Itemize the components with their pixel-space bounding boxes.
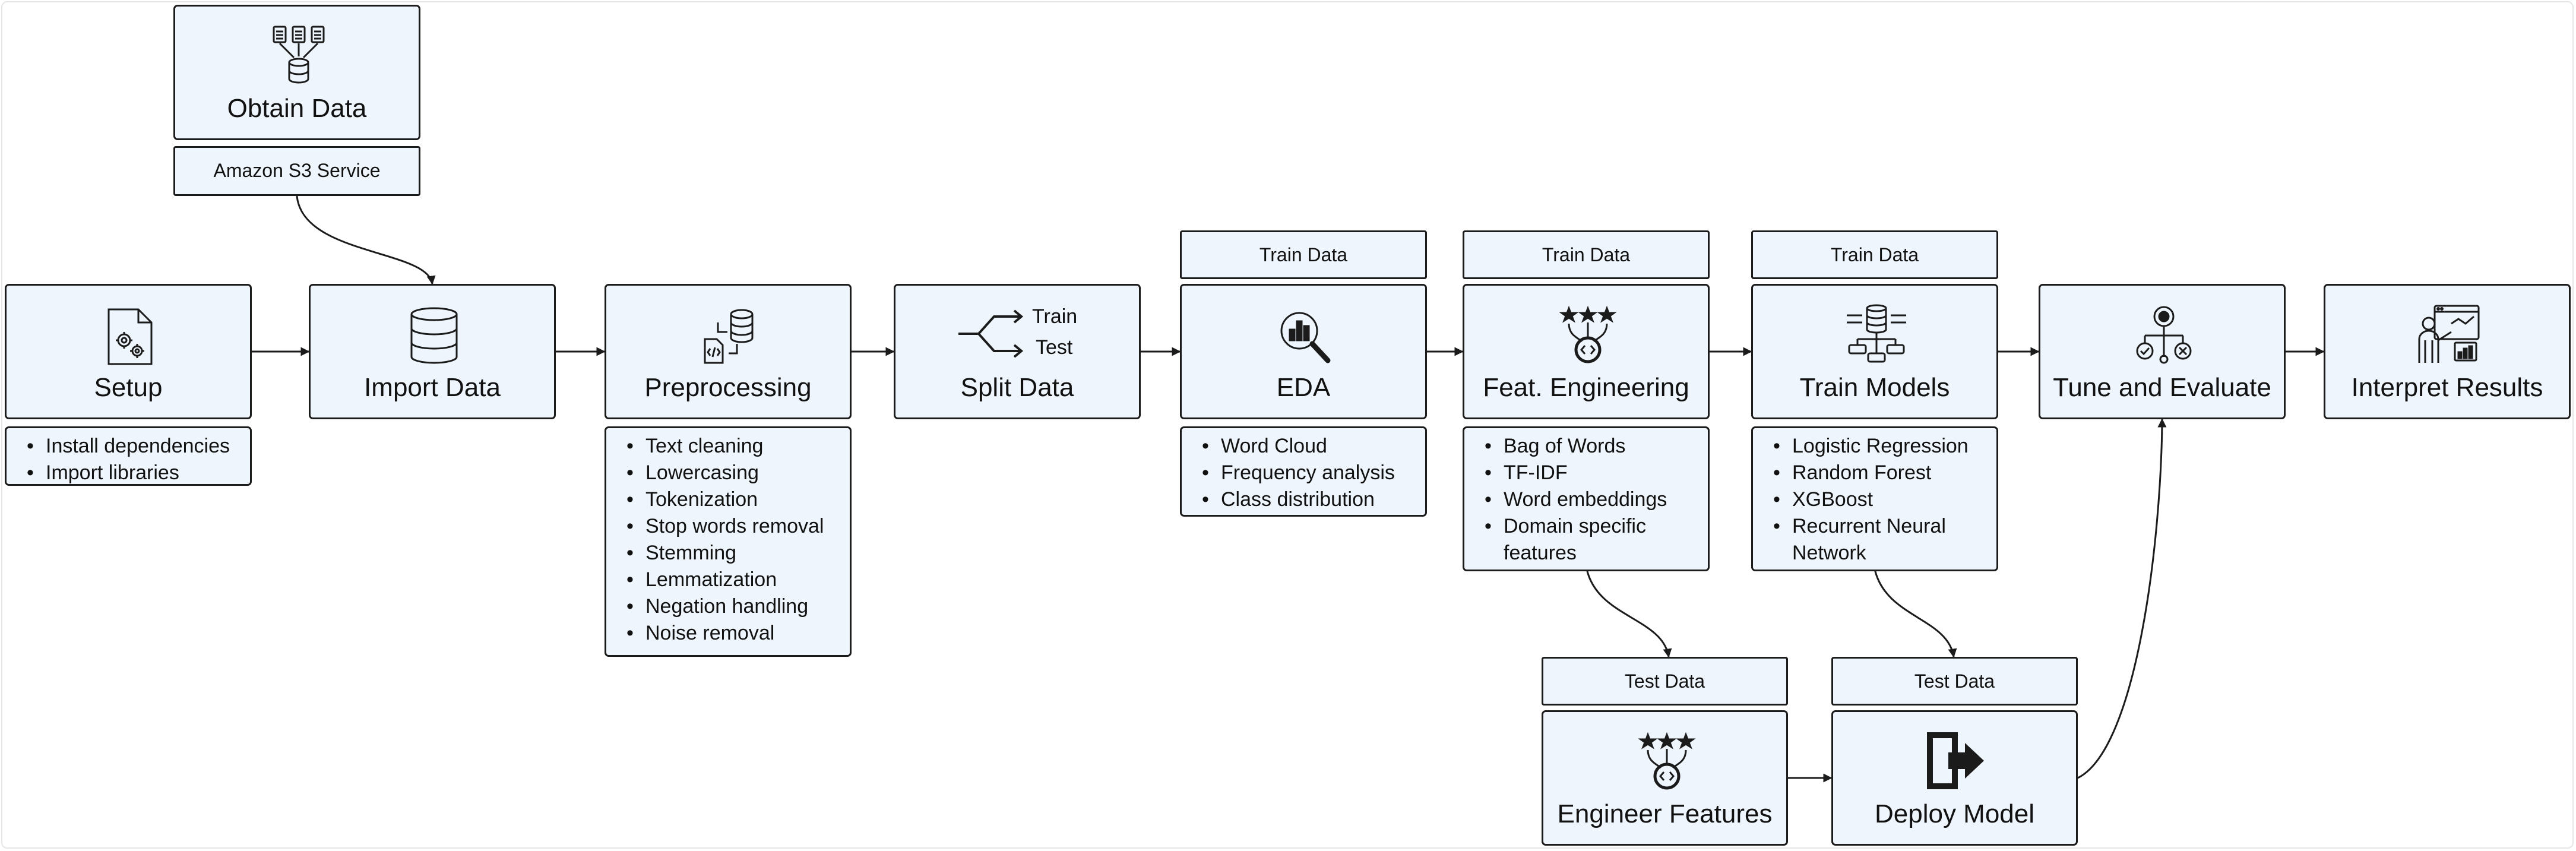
node-tune-evaluate: Tune and Evaluate <box>2039 284 2286 419</box>
list-item: Domain specific features <box>1464 513 1702 567</box>
list-item: Recurrent Neural Network <box>1753 513 1990 567</box>
node-obtain-data: Obtain Data <box>173 5 420 140</box>
list-item: Lowercasing <box>606 460 844 486</box>
setup-steps-list: Install dependencies Import libraries <box>5 426 252 486</box>
eda-steps-list: Word Cloud Frequency analysis Class dist… <box>1180 426 1427 517</box>
node-eda: EDA <box>1180 284 1427 419</box>
node-title: Tune and Evaluate <box>2053 373 2271 402</box>
list-item: Word embeddings <box>1464 486 1702 513</box>
node-interpret-results: Interpret Results <box>2324 284 2571 419</box>
node-title: Split Data <box>960 373 1074 402</box>
list-item: Word Cloud <box>1182 433 1419 460</box>
person-dashboard-icon <box>2418 305 2480 363</box>
list-item: Tokenization <box>606 486 844 513</box>
node-title: Deploy Model <box>1874 799 2035 828</box>
list-item: Install dependencies <box>7 433 244 460</box>
database-files-icon <box>273 26 325 84</box>
decision-tree-icon <box>2136 306 2192 364</box>
preprocessing-steps-list: Text cleaning Lowercasing Tokenization S… <box>605 426 852 657</box>
list-item: Random Forest <box>1753 460 1990 486</box>
node-title: Train Models <box>1799 373 1950 402</box>
node-title: Engineer Features <box>1557 799 1773 828</box>
list-item: Stemming <box>606 540 844 567</box>
split-arrows-icon <box>958 309 1024 358</box>
list-item: Class distribution <box>1182 486 1419 513</box>
list-item: Frequency analysis <box>1182 460 1419 486</box>
tag-amazon-s3: Amazon S3 Service <box>173 146 420 196</box>
tag-test-data: Test Data <box>1831 657 2078 706</box>
train-models-list: Logistic Regression Random Forest XGBoos… <box>1751 426 1998 571</box>
list-item: Stop words removal <box>606 513 844 540</box>
tag-train-data: Train Data <box>1180 230 1427 279</box>
list-item: Lemmatization <box>606 567 844 593</box>
database-icon <box>410 307 458 364</box>
list-item: TF-IDF <box>1464 460 1702 486</box>
node-feat-engineering: Feat. Engineering <box>1463 284 1710 419</box>
feat-engineering-list: Bag of Words TF-IDF Word embeddings Doma… <box>1463 426 1710 571</box>
node-import-data: Import Data <box>309 284 556 419</box>
document-gears-icon <box>107 308 153 365</box>
edge-feat-test <box>1586 568 1672 658</box>
stars-code-icon <box>1559 306 1617 363</box>
node-title: Setup <box>94 373 163 402</box>
tag-train-data: Train Data <box>1751 230 1998 279</box>
node-title: Interpret Results <box>2351 373 2543 402</box>
list-item: Text cleaning <box>606 433 844 460</box>
split-train-label: Train <box>1032 305 1078 328</box>
edge-s3-import <box>296 195 436 285</box>
node-title: Obtain Data <box>227 94 367 123</box>
node-title: Preprocessing <box>644 373 812 402</box>
node-split-data: Train Test Split Data <box>894 284 1141 419</box>
list-item: Import libraries <box>7 460 244 486</box>
edge-train-test <box>1874 568 1957 658</box>
tag-train-data: Train Data <box>1463 230 1710 279</box>
list-item: Noise removal <box>606 620 844 647</box>
code-database-icon <box>704 309 754 364</box>
node-train-models: Train Models <box>1751 284 1998 419</box>
node-preprocessing: Preprocessing <box>605 284 852 419</box>
stars-code-icon <box>1638 732 1696 790</box>
list-item: XGBoost <box>1753 486 1990 513</box>
list-item: Logistic Regression <box>1753 433 1990 460</box>
node-setup: Setup <box>5 284 252 419</box>
node-engineer-features: Engineer Features <box>1542 710 1788 846</box>
tag-test-data: Test Data <box>1542 657 1788 706</box>
node-title: Feat. Engineering <box>1483 373 1689 402</box>
node-deploy-model: Deploy Model <box>1831 710 2078 846</box>
node-title: EDA <box>1276 373 1331 402</box>
chart-magnifier-icon <box>1280 312 1331 363</box>
server-network-icon <box>1847 304 1906 363</box>
node-title: Import Data <box>364 373 501 402</box>
edge-deploy-tune <box>2077 418 2167 779</box>
list-item: Negation handling <box>606 593 844 620</box>
exit-door-icon <box>1927 732 1984 789</box>
split-test-label: Test <box>1036 336 1073 359</box>
list-item: Bag of Words <box>1464 433 1702 460</box>
